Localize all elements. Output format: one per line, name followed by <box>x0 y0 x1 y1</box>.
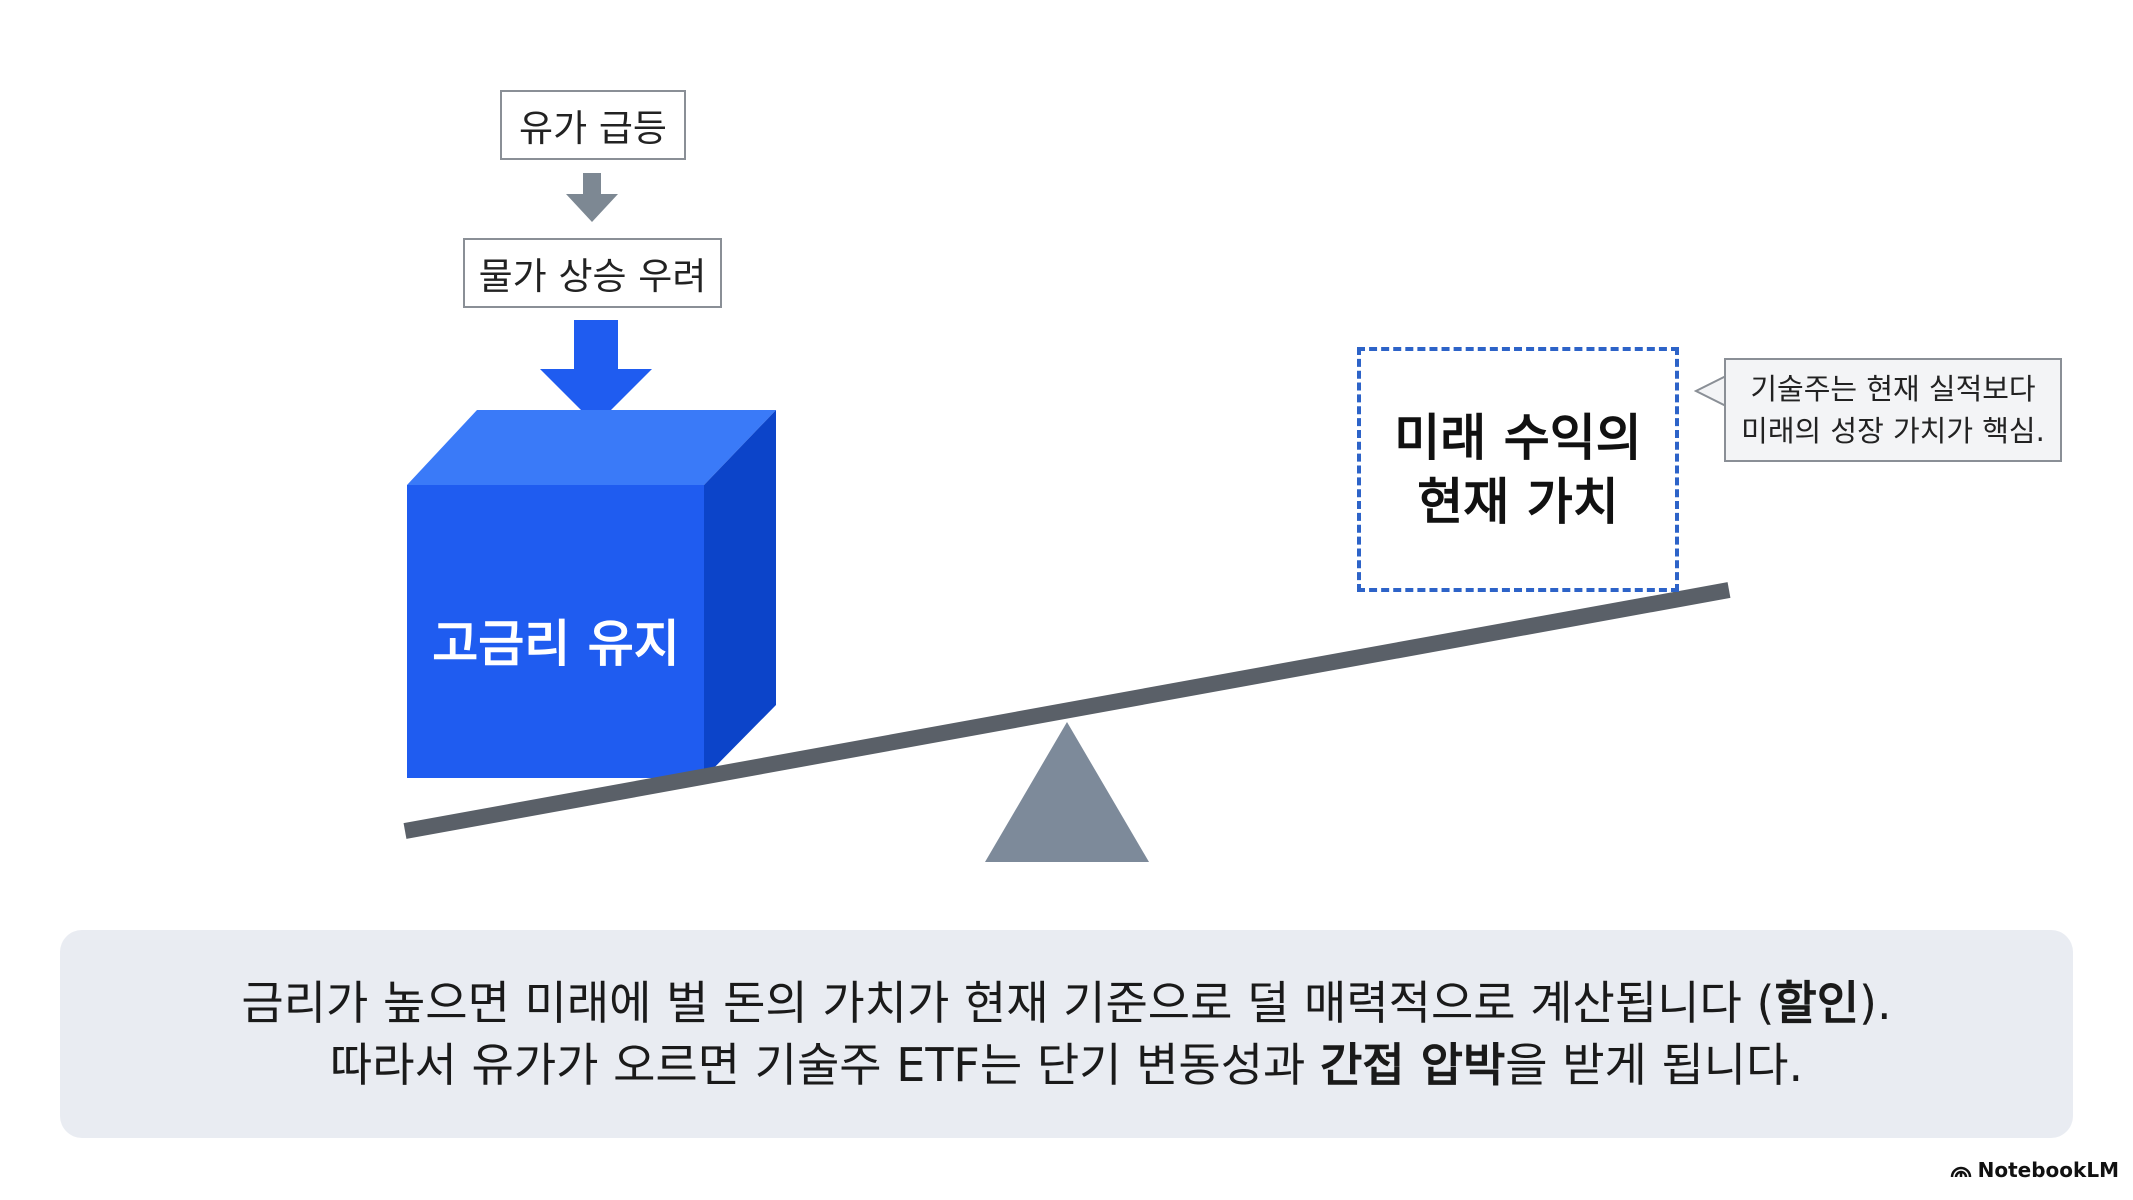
caption-line2-end: 을 받게 됩니다. <box>1505 1038 1804 1092</box>
arrow-down-icon <box>566 173 618 222</box>
oil-surge-box: 유가 급등 <box>500 90 686 160</box>
future-value-box: 미래 수익의 현재 가치 <box>1357 347 1679 592</box>
caption-discount-emphasis: 할인 <box>1774 976 1860 1030</box>
caption-line2: 따라서 유가가 오르면 기술주 ETF는 단기 변동성과 간접 압박을 받게 됩… <box>330 1034 1803 1096</box>
oil-surge-label: 유가 급등 <box>519 107 667 150</box>
tech-stock-callout: 기술주는 현재 실적보다 미래의 성장 가치가 핵심. <box>1724 358 2062 462</box>
high-rate-cube <box>407 410 776 778</box>
seesaw-beam <box>403 582 1731 839</box>
caption-line2-text: 따라서 유가가 오르면 기술주 ETF는 단기 변동성과 <box>329 1038 1320 1092</box>
high-rate-label: 고금리 유지 <box>432 615 680 673</box>
future-value-line2: 현재 가치 <box>1417 472 1619 531</box>
notebooklm-logo-icon <box>1950 1166 1971 1178</box>
callout-pointer-icon <box>1694 374 1728 408</box>
caption-line1-text: 금리가 높으면 미래에 벌 돈의 가치가 현재 기준으로 덜 매력적으로 계산됩… <box>241 976 1775 1030</box>
caption-line1-end: ). <box>1859 976 1892 1030</box>
future-value-line1: 미래 수익의 <box>1394 408 1642 467</box>
seesaw-fulcrum <box>985 722 1149 862</box>
caption-panel: 금리가 높으면 미래에 벌 돈의 가치가 현재 기준으로 덜 매력적으로 계산됩… <box>60 930 2073 1138</box>
callout-line2: 미래의 성장 가치가 핵심. <box>1741 414 2045 448</box>
caption-line1: 금리가 높으면 미래에 벌 돈의 가치가 현재 기준으로 덜 매력적으로 계산됩… <box>241 972 1891 1034</box>
notebooklm-brand: NotebookLM <box>1950 1158 2119 1182</box>
big-arrow-down-icon <box>540 320 652 425</box>
inflation-concern-label: 물가 상승 우려 <box>478 255 707 298</box>
inflation-concern-box: 물가 상승 우려 <box>463 238 722 308</box>
caption-pressure-emphasis: 간접 압박 <box>1319 1038 1506 1092</box>
brand-name: NotebookLM <box>1977 1158 2119 1182</box>
callout-line1: 기술주는 현재 실적보다 <box>1750 372 2036 406</box>
